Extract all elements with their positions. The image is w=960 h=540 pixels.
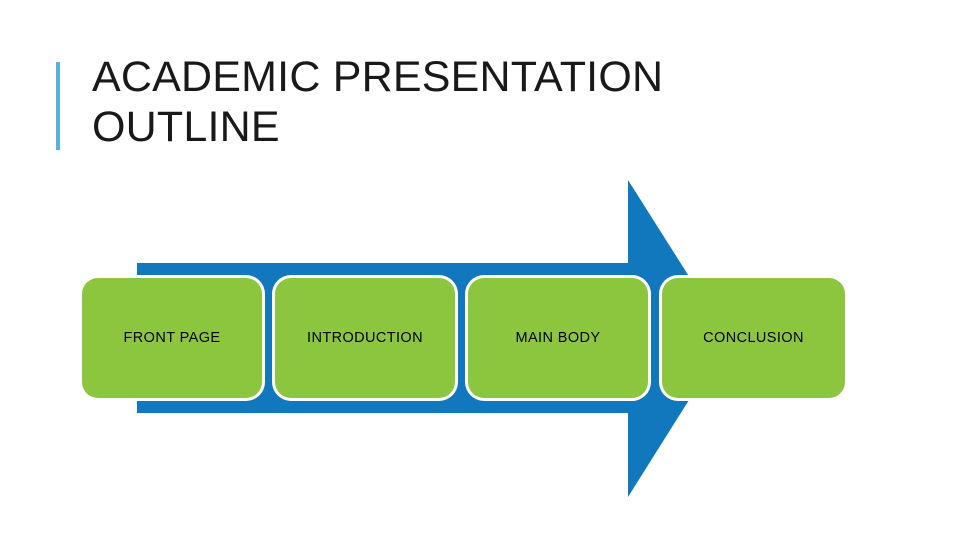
stage-label: INTRODUCTION [307,330,423,346]
stage-label: MAIN BODY [515,330,601,346]
stage-label: FRONT PAGE [123,330,221,346]
stage-box-main-body[interactable]: MAIN BODY [468,278,648,398]
stage-label: CONCLUSION [703,330,804,346]
title-accent-bar [56,62,60,150]
stage-box-conclusion[interactable]: CONCLUSION [662,278,845,398]
stage-box-front-page[interactable]: FRONT PAGE [82,278,262,398]
stage-box-introduction[interactable]: INTRODUCTION [275,278,455,398]
page-title: ACADEMIC PRESENTATION OUTLINE [92,53,664,151]
title-block: ACADEMIC PRESENTATION OUTLINE [56,53,856,154]
